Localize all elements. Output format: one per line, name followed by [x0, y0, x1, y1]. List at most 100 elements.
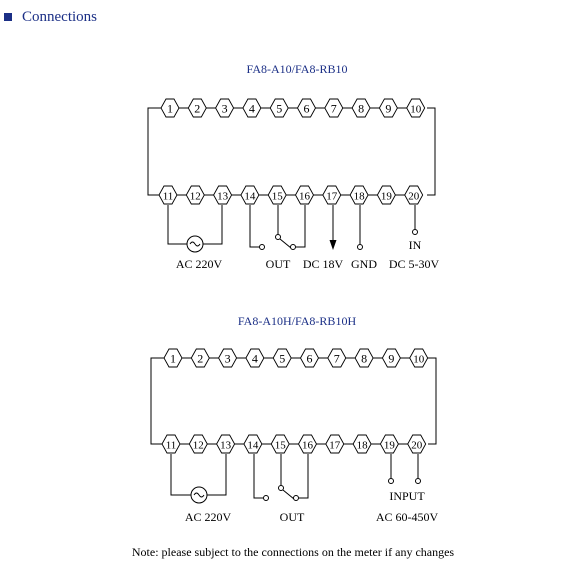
diagram-2-ac-source — [170, 454, 227, 504]
ac-wire-right — [203, 205, 223, 245]
terminal-number: 9 — [385, 102, 391, 116]
terminal-hexagon — [322, 185, 342, 205]
diagram-2-input — [388, 454, 421, 484]
terminal-hexagon — [409, 348, 429, 368]
terminal-hexagon — [213, 185, 233, 205]
ac-wire-left — [167, 205, 187, 245]
relay-wire-16 — [299, 454, 309, 499]
diagram-2-right-frame — [428, 357, 437, 445]
terminal-hexagon — [327, 348, 347, 368]
diagram-2-top-terminals: 1 2 3 4 5 6 7 8 9 10 — [163, 348, 429, 368]
terminal-hexagon — [163, 348, 183, 368]
footnote: Note: please subject to the connections … — [131, 545, 455, 559]
diagram-1-dc530-label: DC 5-30V — [389, 257, 440, 271]
terminal-number: 12 — [193, 440, 204, 452]
relay-contact-icon — [263, 495, 269, 501]
arrow-down-icon — [329, 240, 337, 250]
diagram-1-left-frame — [147, 107, 161, 196]
terminal-number: 10 — [410, 104, 422, 116]
terminal-hexagon — [160, 98, 180, 118]
section-title: Connections — [22, 8, 97, 25]
terminal-hexagon — [325, 434, 345, 454]
terminal-hexagon — [404, 185, 424, 205]
diagram-2-out-relay — [253, 454, 309, 501]
terminal-hexagon — [245, 348, 265, 368]
terminal-number: 5 — [279, 352, 285, 366]
terminal-number: 19 — [381, 191, 393, 203]
terminal-hexagon — [243, 434, 263, 454]
relay-switch-blade — [279, 238, 292, 249]
terminal-hexagon — [216, 434, 236, 454]
terminal-number: 14 — [244, 191, 256, 203]
relay-wire-14 — [253, 454, 263, 499]
terminal-number: 15 — [275, 440, 287, 452]
terminal-number: 8 — [361, 352, 367, 366]
relay-contact-icon — [290, 244, 296, 250]
diagram-1-dc18-label: DC 18V — [303, 257, 344, 271]
diagram-1-gnd — [357, 205, 363, 250]
terminal-hexagon — [354, 348, 374, 368]
terminal-number: 17 — [326, 191, 338, 203]
terminal-number: 2 — [197, 352, 203, 366]
terminal-hexagon — [294, 185, 315, 205]
terminal-number: 11 — [163, 191, 174, 203]
diagram-1-dc18-output — [329, 205, 337, 250]
terminal-hexagon — [270, 434, 290, 454]
terminal-hexagon — [218, 348, 238, 368]
terminal-number: 6 — [307, 352, 313, 366]
diagram-2-left-frame — [150, 357, 164, 445]
terminal-number: 18 — [354, 191, 366, 203]
terminal-number: 9 — [388, 352, 394, 366]
terminal-number: 16 — [302, 440, 314, 452]
terminal-number: 3 — [222, 102, 228, 116]
terminal-number: 8 — [358, 102, 364, 116]
terminal-number: 4 — [252, 352, 258, 366]
terminal-number: 13 — [220, 440, 232, 452]
relay-wire-14 — [249, 205, 259, 248]
terminal-number: 20 — [408, 191, 420, 203]
sine-wave-icon — [193, 492, 205, 498]
diagram-2-title: FA8-A10H/FA8-RB10H — [238, 314, 357, 328]
terminal-hexagon — [297, 434, 318, 454]
terminal-number: 7 — [334, 352, 340, 366]
terminal-number: 10 — [413, 354, 425, 366]
terminal-hexagon — [376, 185, 396, 205]
terminal-number: 19 — [384, 440, 396, 452]
diagram-1-power-label: AC 220V — [176, 257, 223, 271]
ac-wire-left — [170, 454, 191, 496]
terminal-hexagon — [407, 434, 427, 454]
terminal-hexagon — [215, 98, 235, 118]
terminal-hexagon — [267, 185, 287, 205]
input-contact-icon — [415, 478, 421, 484]
terminal-hexagon — [161, 434, 181, 454]
diagram-2-ac60450-label: AC 60-450V — [376, 510, 439, 524]
terminal-hexagon — [187, 98, 207, 118]
terminal-number: 1 — [170, 352, 176, 366]
terminal-number: 2 — [194, 102, 200, 116]
diagram-2-power-label: AC 220V — [185, 510, 232, 524]
terminal-number: 7 — [331, 102, 337, 116]
diagram-1-in-label: IN — [409, 238, 422, 252]
terminal-hexagon — [272, 348, 292, 368]
terminal-number: 1 — [167, 102, 173, 116]
diagram-1-input — [412, 205, 418, 235]
terminal-number: 20 — [411, 440, 423, 452]
terminal-number: 3 — [225, 352, 231, 366]
terminal-hexagon — [190, 348, 210, 368]
ac-wire-right — [207, 454, 227, 496]
gnd-contact-icon — [357, 244, 363, 250]
terminal-hexagon — [185, 185, 205, 205]
diagram-2-input-label: INPUT — [389, 489, 425, 503]
terminal-number: 16 — [299, 191, 311, 203]
relay-contact-icon — [275, 234, 281, 240]
input-contact-icon — [388, 478, 394, 484]
diagram-1-ac-source — [167, 205, 223, 253]
terminal-hexagon — [242, 98, 262, 118]
terminal-number: 4 — [249, 102, 255, 116]
terminal-hexagon — [379, 434, 399, 454]
